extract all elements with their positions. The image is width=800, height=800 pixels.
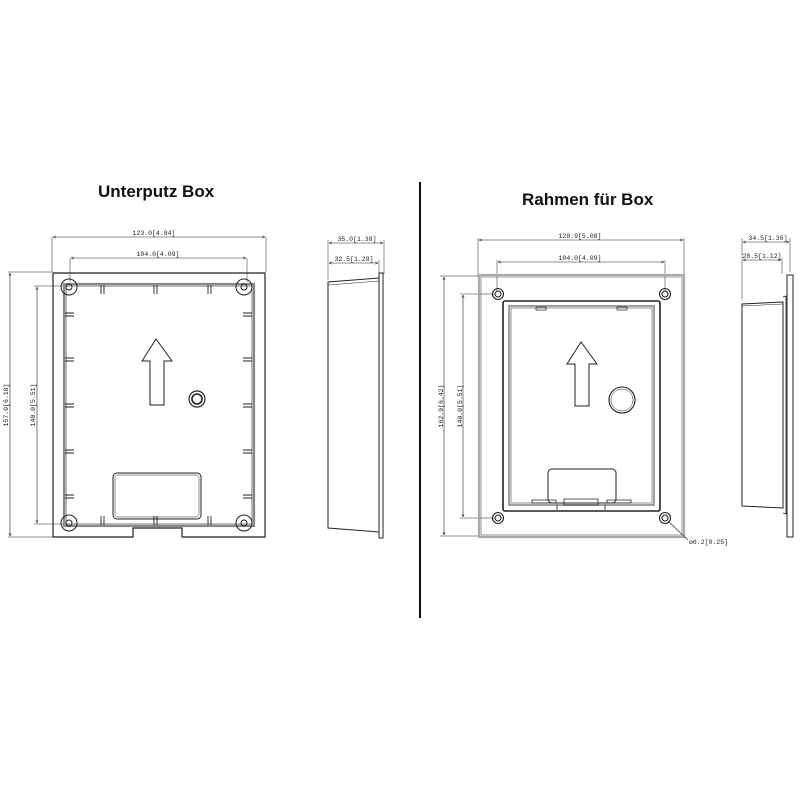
left-width-outer-label: 123.0[4.84] (133, 230, 176, 237)
right-depth-body-label: 28.5[1.12] (742, 253, 781, 260)
right-height-outer-label: 162.9[6.42] (438, 385, 445, 428)
left-side-view (327, 240, 385, 539)
left-width-holes-label: 104.0[4.09] (137, 251, 180, 258)
left-height-holes-label: 140.0[5.51] (30, 384, 37, 427)
left-title: Unterputz Box (98, 182, 215, 201)
right-width-outer-label: 128.9[5.08] (559, 233, 602, 240)
left-depth-body-label: 32.5[1.28] (334, 256, 373, 263)
right-hole-diameter-label: ø6.2[0.25] (689, 539, 728, 546)
left-height-outer-label: 157.0[6.18] (3, 384, 10, 427)
right-depth-total-label: 34.5[1.36] (748, 235, 787, 242)
right-front-view (440, 238, 689, 541)
right-width-holes-label: 104.0[4.09] (559, 255, 602, 262)
right-side-view (741, 238, 794, 538)
right-height-holes-label: 140.0[5.51] (457, 385, 464, 428)
right-title: Rahmen für Box (522, 190, 654, 209)
left-depth-total-label: 35.0[1.38] (337, 236, 376, 243)
left-front-view (8, 237, 267, 538)
